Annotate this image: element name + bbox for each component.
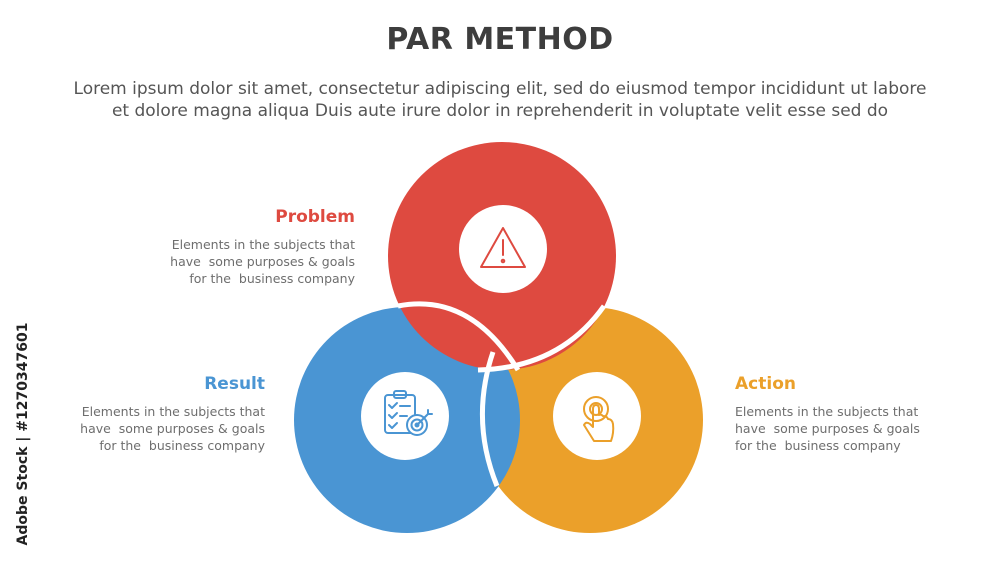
result-description: Elements in the subjects that have some … — [80, 404, 265, 453]
page-subtitle: Lorem ipsum dolor sit amet, consectetur … — [30, 78, 970, 122]
action-label: Action — [735, 374, 796, 394]
clipboard-target-icon — [384, 390, 433, 436]
warning-triangle-icon — [480, 227, 526, 268]
subtitle-line-2: et dolore magna aliqua Duis aute irure d… — [111, 101, 889, 121]
separator-arc-orange-red — [477, 304, 607, 373]
hand-pointer-icon — [583, 396, 615, 442]
problem-description: Elements in the subjects that have some … — [170, 237, 355, 286]
subtitle-line-1: Lorem ipsum dolor sit amet, consectetur … — [73, 79, 927, 99]
page-title: PAR METHOD — [386, 22, 614, 57]
action-icon-bg — [553, 372, 641, 460]
stock-watermark: Adobe Stock | #1270347601 — [14, 320, 31, 550]
separator-arc-red-blue — [397, 301, 521, 372]
result-label: Result — [204, 374, 265, 394]
problem-label: Problem — [275, 207, 355, 227]
watermark-text: Adobe Stock | #1270347601 — [15, 322, 31, 546]
action-description: Elements in the subjects that have some … — [735, 404, 920, 453]
